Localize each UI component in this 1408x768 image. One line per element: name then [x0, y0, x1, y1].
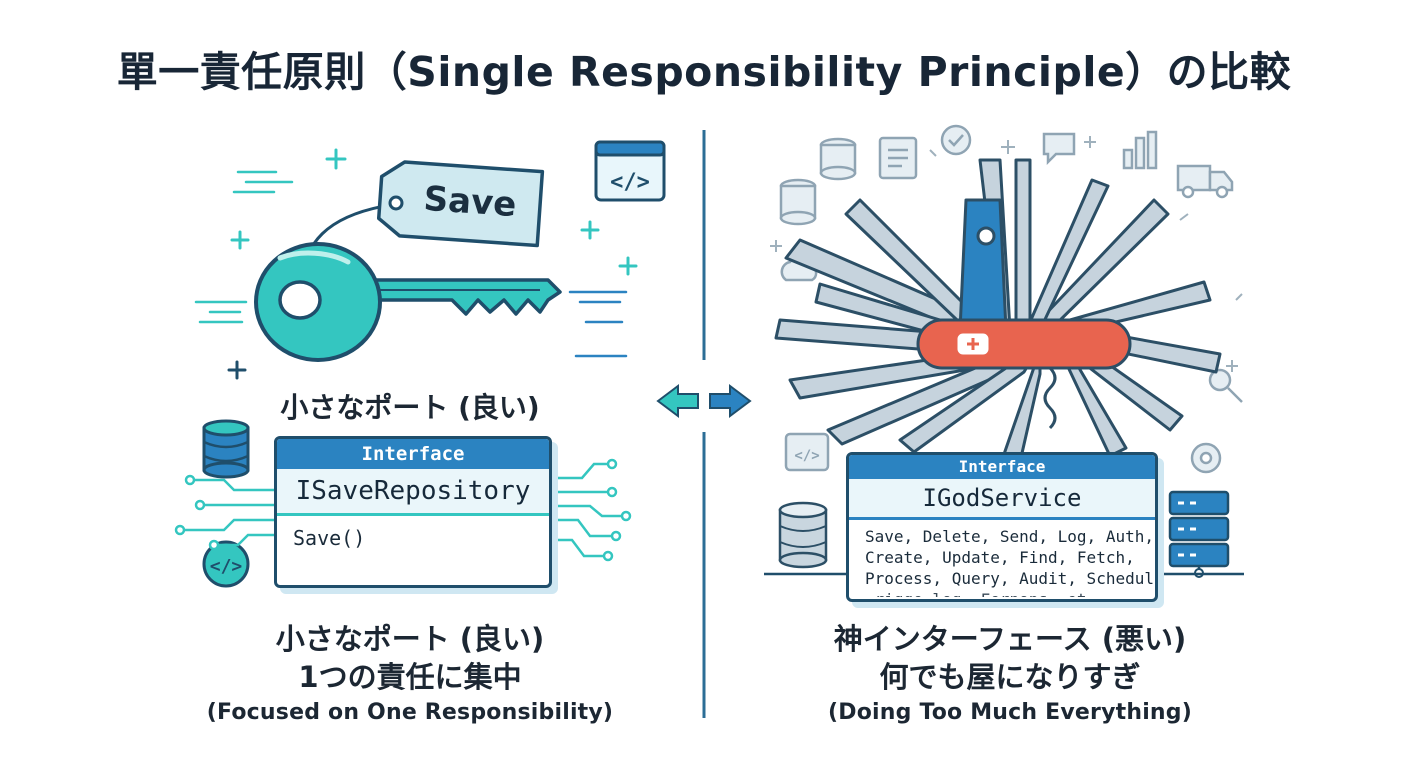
method-line: Save, Delete, Send, Log, Auth,: [865, 527, 1154, 546]
svg-text:</>: </>: [210, 556, 243, 577]
interface-methods: Save, Delete, Send, Log, Auth, Create, U…: [849, 520, 1155, 597]
check-circle-icon: [940, 124, 972, 156]
database-icon: [202, 419, 250, 479]
database-stack-icon: [779, 137, 857, 226]
code-window-small-icon: </>: [784, 432, 830, 472]
code-circle-icon: </>: [202, 540, 250, 588]
method-line: Process, Query, Audit, Schedul: [865, 569, 1154, 588]
gear-icon: [1190, 442, 1222, 474]
interface-stereotype: Interface: [277, 439, 549, 469]
method-line: …rigge log, Fernons, et…: [865, 589, 1145, 597]
interface-name: ISaveRepository: [277, 469, 549, 516]
interface-name: IGodService: [849, 479, 1155, 520]
svg-text:</>: </>: [610, 170, 650, 195]
code-window-icon: </>: [594, 140, 666, 202]
compare-arrows-icon: [656, 384, 752, 418]
right-caption-subtitle: 何でも屋になりすぎ: [879, 660, 1141, 694]
right-caption: 神インターフェース (悪い) 何でも屋になりすぎ (Doing Too Much…: [760, 620, 1260, 730]
background-icons-right: </>: [779, 124, 1243, 474]
key-icon: [254, 203, 562, 362]
key-tag: [376, 160, 545, 248]
document-icon: [878, 136, 918, 180]
left-caption-title: 小さなポート (良い): [275, 622, 545, 656]
sparkle-decorations-right: [770, 136, 1243, 372]
igod-service-interface-box: Interface IGodService Save, Delete, Send…: [846, 452, 1158, 602]
left-caption-english: (Focused on One Responsibility): [206, 700, 614, 725]
interface-stereotype: Interface: [849, 455, 1155, 479]
key-small-icon: [1208, 368, 1243, 403]
method-line: Create, Update, Find, Fetch,: [865, 548, 1135, 567]
left-label: 小さなポート (良い): [280, 391, 540, 424]
chat-bubble-icon: [1042, 132, 1076, 166]
isave-repository-interface-box: Interface ISaveRepository Save(): [274, 436, 552, 588]
left-caption-subtitle: 1つの責任に集中: [298, 660, 522, 694]
circuit-traces-left: [174, 458, 632, 562]
right-caption-title: 神インターフェース (悪い): [833, 622, 1187, 656]
swiss-army-knife-icon: [774, 158, 1222, 464]
interface-methods: Save(): [293, 526, 366, 550]
svg-text:</>: </>: [794, 448, 819, 464]
right-caption-english: (Doing Too Much Everything): [828, 700, 1192, 725]
left-caption: 小さなポート (良い) 1つの責任に集中 (Focused on One Res…: [160, 620, 660, 730]
truck-icon: [1176, 164, 1234, 199]
server-rack-icon: [1168, 490, 1230, 578]
sparkle-decorations-left: [194, 148, 638, 380]
database-right-icon: [778, 501, 828, 569]
bar-chart-icon: [1122, 130, 1158, 170]
page-title: 單一責任原則（Single Responsibility Principle）の…: [116, 48, 1292, 96]
key-tag-label: Save: [422, 178, 518, 226]
